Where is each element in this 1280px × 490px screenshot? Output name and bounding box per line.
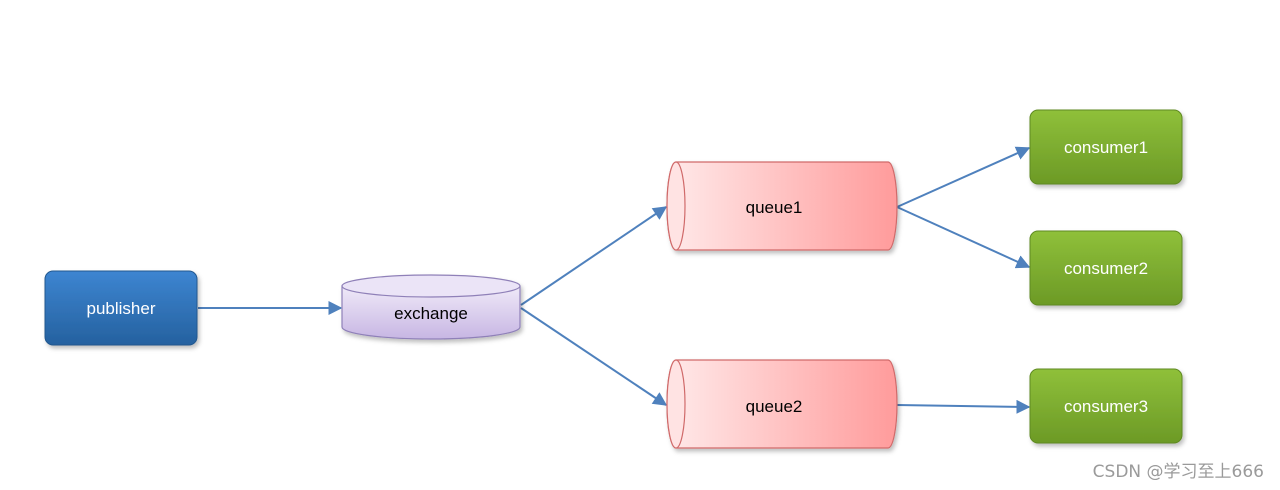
consumer1-node xyxy=(1029,109,1183,185)
edge-exchange-queue2 xyxy=(520,307,668,406)
consumer1-label: consumer1 xyxy=(1064,138,1148,157)
publisher-label: publisher xyxy=(87,299,156,318)
consumer3-node xyxy=(1029,368,1183,444)
publisher-node xyxy=(44,270,198,346)
edges xyxy=(198,146,1031,414)
exchange-label: exchange xyxy=(394,304,468,323)
queue1-label: queue1 xyxy=(746,198,803,217)
queue2-node xyxy=(666,359,898,449)
consumer3-label: consumer3 xyxy=(1064,397,1148,416)
consumer2-node xyxy=(1029,230,1183,306)
watermark-text: CSDN @学习至上666 xyxy=(1092,462,1264,482)
edge-exchange-queue1 xyxy=(520,206,668,306)
edge-queue1-consumer2 xyxy=(896,206,1031,269)
consumer2-label: consumer2 xyxy=(1064,259,1148,278)
queue2-label: queue2 xyxy=(746,397,803,416)
edge-queue2-consumer3 xyxy=(896,399,1031,414)
edge-queue1-consumer1 xyxy=(896,146,1031,208)
exchange-node xyxy=(341,274,521,340)
queue1-node xyxy=(666,161,898,251)
